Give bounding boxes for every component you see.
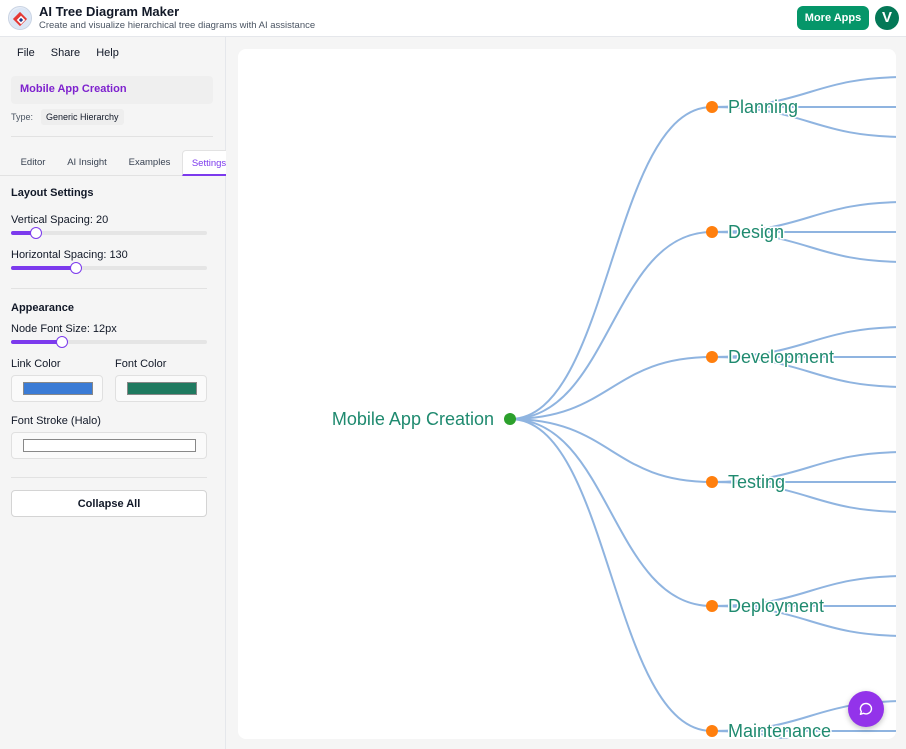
tree-node-label[interactable]: Maintenance: [727, 720, 833, 740]
user-avatar[interactable]: V: [875, 6, 899, 30]
appearance-title: Appearance: [11, 302, 74, 314]
horizontal-spacing-slider[interactable]: [11, 262, 207, 274]
menu-bar: File Share Help: [17, 47, 132, 59]
leaf-link: [711, 730, 790, 739]
tree-node-dot[interactable]: [706, 725, 718, 737]
branch-link: [509, 418, 713, 732]
type-label: Type:: [11, 112, 34, 122]
slider-track: [11, 340, 207, 344]
font-stroke-label: Font Stroke (Halo): [11, 415, 101, 427]
leaf-link: [711, 451, 896, 483]
horizontal-spacing-label: Horizontal Spacing: 130: [11, 249, 128, 261]
leaf-link: [711, 481, 896, 513]
diagram-name-field[interactable]: Mobile App Creation: [11, 76, 213, 104]
sidebar-tabs: Editor AI Insight Examples Settings: [0, 150, 236, 176]
tab-editor[interactable]: Editor: [20, 157, 46, 168]
font-stroke-picker[interactable]: [11, 432, 207, 459]
slider-track: [11, 266, 207, 270]
branch-link: [509, 231, 713, 420]
menu-share[interactable]: Share: [50, 47, 81, 59]
tree-node-label[interactable]: Design: [727, 221, 786, 244]
tree-root-label[interactable]: Mobile App Creation: [330, 408, 495, 431]
app-title: AI Tree Diagram Maker: [39, 4, 180, 19]
tree-node-dot[interactable]: [706, 226, 718, 238]
font-color-label: Font Color: [115, 358, 167, 370]
tree-root-dot[interactable]: [504, 413, 516, 425]
app-header: AI Tree Diagram Maker Create and visuali…: [0, 0, 906, 37]
leaf-link: [711, 201, 896, 233]
slider-thumb[interactable]: [55, 336, 68, 348]
tab-ai-insight[interactable]: AI Insight: [67, 157, 107, 168]
leaf-link: [711, 106, 896, 138]
leaf-link: [711, 575, 896, 607]
tree-diagram: PlanningDesignDevelopmentTestingDeployme…: [330, 76, 896, 740]
sidebar: File Share Help Mobile App Creation Type…: [0, 37, 236, 749]
type-value-badge[interactable]: Generic Hierarchy: [41, 109, 124, 125]
menu-help[interactable]: Help: [96, 47, 119, 59]
slider-track: [11, 231, 207, 235]
app-subtitle: Create and visualize hierarchical tree d…: [39, 20, 316, 31]
branch-link: [509, 418, 713, 607]
collapse-all-button[interactable]: Collapse All: [11, 490, 207, 517]
tree-node-dot[interactable]: [706, 600, 718, 612]
chat-bubble-icon: [859, 702, 873, 715]
slider-fill: [11, 231, 37, 235]
leaf-link: [711, 605, 896, 637]
branch-link: [509, 106, 713, 420]
menu-file[interactable]: File: [17, 47, 35, 59]
font-color-picker[interactable]: [115, 375, 207, 402]
chat-button[interactable]: [848, 691, 884, 727]
vertical-spacing-slider[interactable]: [11, 227, 207, 239]
branch-link: [509, 418, 713, 483]
tree-node-label[interactable]: Development: [727, 346, 836, 369]
tab-examples[interactable]: Examples: [128, 157, 171, 168]
leaf-link: [711, 76, 896, 108]
font-stroke-swatch: [23, 439, 196, 452]
leaf-link: [711, 231, 896, 263]
slider-thumb[interactable]: [30, 227, 43, 239]
link-color-label: Link Color: [11, 358, 61, 370]
divider: [11, 136, 213, 137]
tree-node-label[interactable]: Planning: [727, 96, 800, 119]
leaf-link: [711, 356, 896, 388]
divider: [11, 288, 207, 289]
link-color-picker[interactable]: [11, 375, 103, 402]
tree-node-dot[interactable]: [706, 476, 718, 488]
font-color-swatch: [127, 382, 197, 395]
tree-node-dot[interactable]: [706, 351, 718, 363]
tree-node-label[interactable]: Testing: [727, 471, 787, 494]
divider: [11, 477, 207, 478]
vertical-spacing-label: Vertical Spacing: 20: [11, 214, 109, 226]
tree-node-label[interactable]: Deployment: [727, 595, 826, 618]
branch-link: [509, 356, 713, 420]
leaf-link: [711, 326, 896, 358]
app-logo-icon: [8, 6, 32, 30]
more-apps-button[interactable]: More Apps: [797, 6, 869, 30]
layout-settings-title: Layout Settings: [11, 187, 94, 199]
tree-node-dot[interactable]: [706, 101, 718, 113]
slider-fill: [11, 340, 62, 344]
slider-thumb[interactable]: [69, 262, 82, 274]
link-color-swatch: [23, 382, 93, 395]
node-font-size-label: Node Font Size: 12px: [11, 323, 117, 335]
node-font-size-slider[interactable]: [11, 336, 207, 348]
slider-fill: [11, 266, 76, 270]
